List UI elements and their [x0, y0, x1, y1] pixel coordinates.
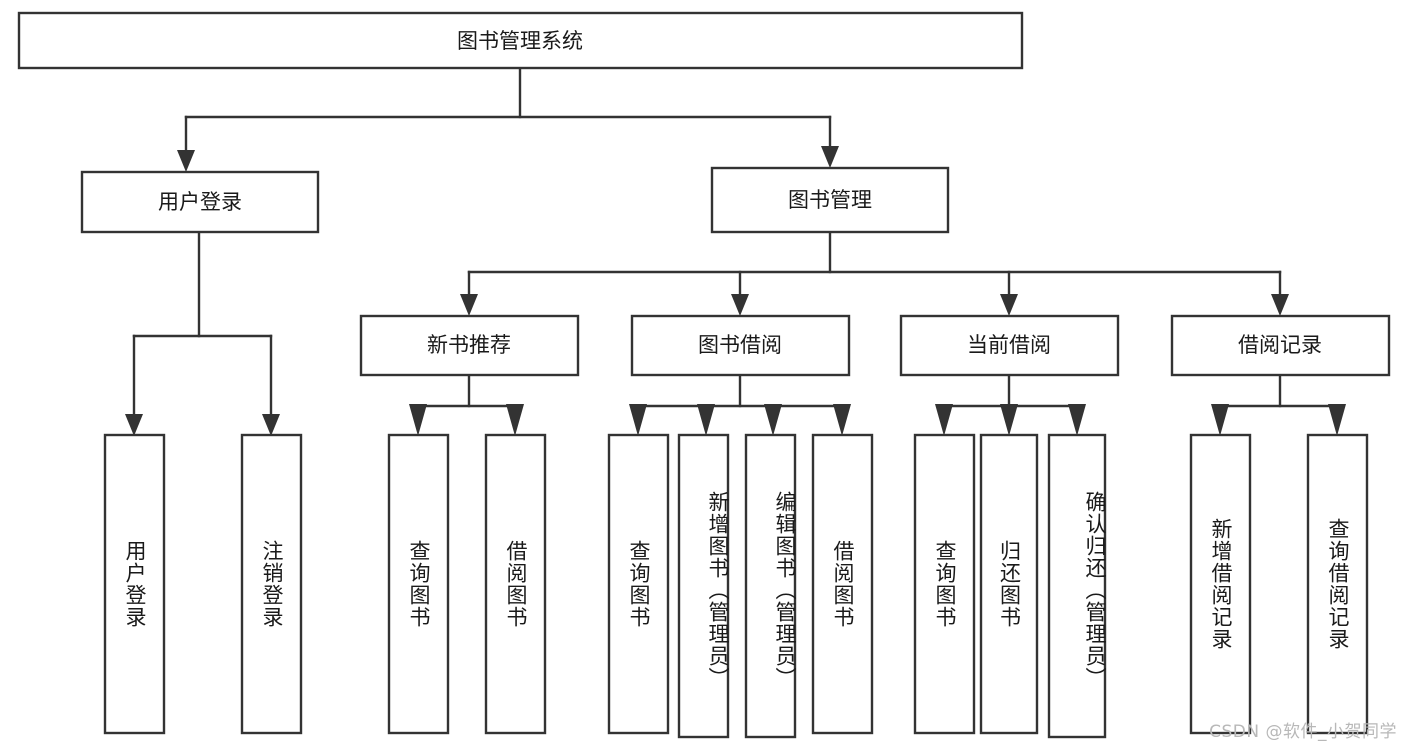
label-root: 图书管理系统 [457, 29, 583, 53]
arrow-borrow-leaf-1 [629, 404, 647, 436]
arrow-borrow-leaf-4 [833, 404, 851, 436]
arrow-to-leaf-logout [262, 414, 280, 436]
node-box-leaf-logout[interactable] [240, 433, 303, 735]
arrow-current-leaf-3 [1068, 404, 1086, 436]
arrow-record-leaf-2 [1328, 404, 1346, 436]
node-box-current-borrow[interactable] [899, 314, 1120, 377]
arrow-borrow-leaf-3 [764, 404, 782, 436]
node-box-root[interactable] [17, 11, 1024, 70]
label-new-book-recommend: 新书推荐 [427, 333, 511, 357]
label-book-management: 图书管理 [788, 188, 872, 212]
label-user-login: 用户登录 [158, 190, 242, 214]
node-box-borrow-record[interactable] [1170, 314, 1391, 377]
node-box-leaf-query-book-1[interactable] [387, 433, 450, 735]
node-box-leaf-borrow-book-1[interactable] [484, 433, 547, 735]
node-box-book-management[interactable] [710, 166, 950, 234]
node-box-leaf-confirm-return-admin[interactable] [1047, 433, 1107, 739]
label-current-borrow: 当前借阅 [967, 333, 1051, 357]
node-box-leaf-return-book[interactable] [979, 433, 1039, 735]
arrow-to-user-login [177, 150, 195, 172]
arrow-to-new-book [460, 294, 478, 316]
arrow-record-leaf-1 [1211, 404, 1229, 436]
arrow-newbook-leaf-1 [409, 404, 427, 436]
arrow-to-book-mgmt [821, 146, 839, 168]
arrow-current-leaf-1 [935, 404, 953, 436]
node-box-leaf-add-book-admin[interactable] [677, 433, 730, 739]
horizontal-label-layer: 图书管理系统 用户登录 图书管理 新书推荐 图书借阅 当前借阅 借阅记录 [158, 29, 1322, 357]
node-box-leaf-borrow-book-2[interactable] [811, 433, 874, 735]
arrow-to-borrow [731, 294, 749, 316]
arrow-newbook-leaf-2 [506, 404, 524, 436]
label-book-borrow: 图书借阅 [698, 333, 782, 357]
arrow-borrow-leaf-2 [697, 404, 715, 436]
node-box-leaf-query-record[interactable] [1306, 433, 1369, 735]
arrow-to-leaf-user-login [125, 414, 143, 436]
node-box-leaf-query-book-2[interactable] [607, 433, 670, 735]
arrow-current-leaf-2 [1000, 404, 1018, 436]
label-borrow-record: 借阅记录 [1238, 333, 1322, 357]
node-box-book-borrow[interactable] [630, 314, 851, 377]
node-box-leaf-edit-book-admin[interactable] [744, 433, 797, 739]
arrowhead-layer [125, 146, 1346, 436]
node-box-new-book-recommend[interactable] [359, 314, 580, 377]
arrow-to-record [1271, 294, 1289, 316]
watermark-text: CSDN @软件_小贺同学 [1209, 722, 1397, 742]
node-layer [17, 11, 1391, 739]
node-box-leaf-add-record[interactable] [1189, 433, 1252, 735]
node-box-user-login[interactable] [80, 170, 320, 234]
node-box-leaf-user-login[interactable] [103, 433, 166, 735]
node-box-leaf-query-book-3[interactable] [913, 433, 976, 735]
arrow-to-current [1000, 294, 1018, 316]
